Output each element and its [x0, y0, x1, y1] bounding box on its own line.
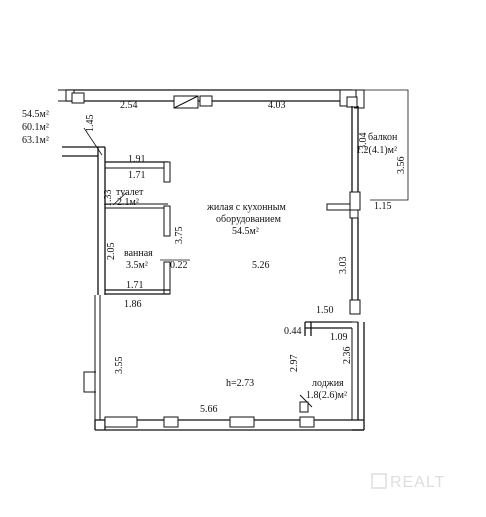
inner-partitions: [105, 161, 190, 295]
dim-top-left: 2.54: [120, 100, 138, 111]
total-area-line2: 60.1м²: [22, 122, 49, 133]
dim-loggia-top: 1.50: [316, 305, 334, 316]
bottom-wall: [95, 416, 364, 431]
toilet-name: туалет: [116, 187, 144, 198]
dim-loggia-inner: 1.09: [330, 332, 348, 343]
toilet-area: 2.1м²: [117, 197, 139, 208]
watermark-text: REALT: [390, 474, 445, 491]
living-name-line2: оборудованием: [216, 214, 282, 225]
dim-bath-inner: 1.71: [126, 280, 144, 291]
dim-bottom: 5.66: [200, 404, 218, 415]
ceiling-height: h=2.73: [226, 378, 254, 389]
dim-toilet-inner: 1.71: [128, 170, 146, 181]
dim-balcony-depth: 3.56: [396, 157, 407, 175]
dim-top-right: 4.03: [268, 100, 286, 111]
dim-bath-height: 2.05: [106, 243, 117, 261]
right-wall: [326, 106, 361, 315]
dim-loggia-width: 2.97: [289, 355, 300, 373]
dim-balcony-width: 1.15: [374, 201, 392, 212]
dim-loggia-offset: 0.44: [284, 326, 302, 337]
loggia-name: лоджия: [312, 378, 344, 389]
total-area-line1: 54.5м²: [22, 109, 49, 120]
realt-watermark: REALT: [371, 473, 445, 491]
dim-bath-wall: 0.22: [170, 260, 188, 271]
bath-name: ванная: [124, 248, 153, 259]
living-area: 54.5м²: [232, 226, 259, 237]
dim-left-lower: 3.55: [114, 357, 125, 375]
dim-right-upper: 3.04: [358, 133, 369, 151]
left-wall: [83, 147, 106, 430]
total-area-line3: 63.1м²: [22, 135, 49, 146]
balcony-name: балкон: [368, 132, 398, 143]
dim-corridor-depth: 3.75: [174, 227, 185, 245]
area-leader-line: [83, 127, 103, 156]
dim-left-upper: 1.45: [85, 115, 96, 133]
bath-area: 3.5м²: [126, 260, 148, 271]
balcony-area: 1.2(4.1)м²: [356, 145, 397, 156]
dim-loggia-depth: 2.36: [342, 347, 353, 365]
dim-toilet-top: 1.91: [128, 154, 146, 165]
dim-right-lower: 3.03: [338, 257, 349, 275]
dim-main-depth: 5.26: [252, 260, 270, 271]
loggia-area: 1.8(2.6)м²: [306, 390, 347, 401]
loggia-walls: [299, 321, 365, 430]
living-name-line1: жилая с кухонным: [206, 202, 286, 213]
dim-bath-bottom: 1.86: [124, 299, 142, 310]
top-wall: [65, 89, 365, 109]
balcony-outline: [364, 89, 409, 201]
dim-toilet-height: 1.33: [103, 190, 114, 208]
